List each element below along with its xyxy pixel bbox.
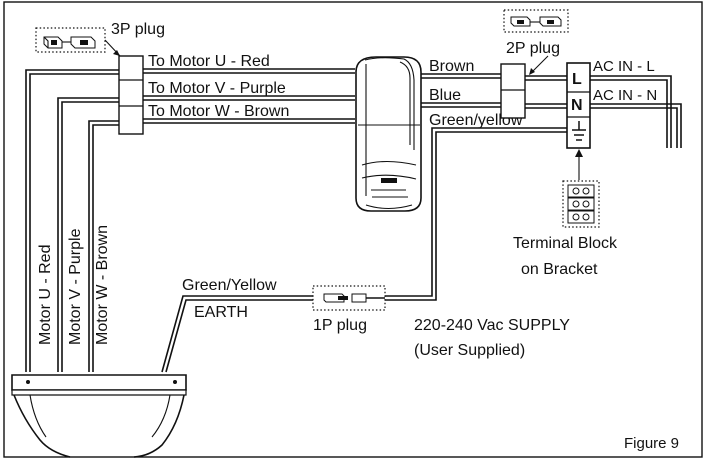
ac-in-n-label: AC IN - N [593,87,657,104]
earth-wire-color-label: Green/Yellow [182,277,277,294]
two-pin-connector [500,63,526,119]
two-pin-plug-arrowhead [529,68,535,75]
one-pin-plug [312,285,386,311]
terminal-arrowhead [575,149,583,157]
terminal-block-bracket-icon [562,180,600,228]
wire-label-motor-u-vertical: Motor U - Red [37,245,54,345]
wire-label-green-yellow-top: Green/yellow [429,112,523,129]
three-pin-plug-icon [35,27,106,53]
one-pin-plug-label: 1P plug [313,317,367,334]
figure-label: Figure 9 [624,435,679,452]
three-pin-plug-label: 3P plug [111,21,165,38]
supply-wires [385,73,567,301]
motor-wires-top [143,68,355,124]
controller-unit [355,56,422,212]
wire-label-motor-w: To Motor W - Brown [148,103,289,120]
terminal-l-label: L [572,71,582,88]
two-pin-plug-label: 2P plug [506,40,560,57]
wire-label-motor-v: To Motor V - Purple [148,80,286,97]
motor-housing [11,374,187,458]
wire-label-motor-w-vertical: Motor W - Brown [94,225,111,345]
three-pin-plug-arrowhead [113,50,120,56]
wire-label-blue: Blue [429,87,461,104]
wire-label-brown: Brown [429,58,474,75]
earth-ground-icon [572,121,586,141]
diagram-frame [3,1,703,458]
terminal-block-label-line2: on Bracket [521,261,598,278]
wire-label-motor-u: To Motor U - Red [148,53,270,70]
motor-wires-vertical [25,69,119,372]
ac-input-wires [590,75,682,148]
earth-wire [161,295,313,373]
ac-in-l-label: AC IN - L [593,58,655,75]
terminal-n-label: N [571,97,583,114]
supply-label-line1: 220-240 Vac SUPPLY [414,317,570,334]
terminal-block-label-line1: Terminal Block [513,235,618,252]
earth-label: EARTH [194,304,248,321]
two-pin-plug-icon [503,9,569,33]
three-pin-connector [118,55,144,135]
supply-label-line2: (User Supplied) [414,342,525,359]
wire-label-motor-v-vertical: Motor V - Purple [67,228,84,345]
terminal-block [566,62,591,149]
